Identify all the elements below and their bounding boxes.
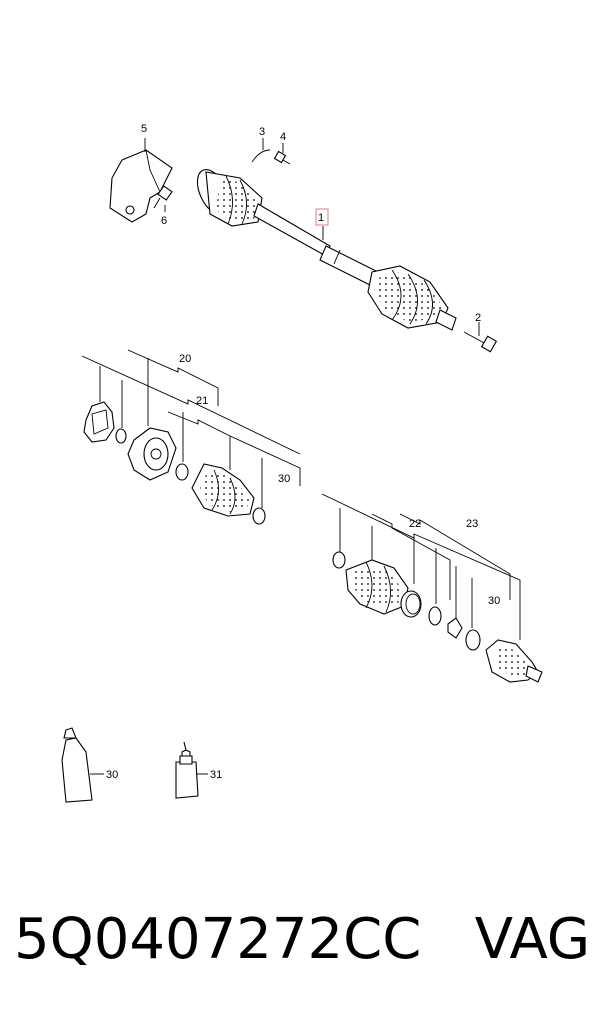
flange-joint — [127, 427, 177, 481]
clamp-left — [252, 507, 266, 525]
sealing-ring-right — [428, 606, 442, 626]
part-number: 5Q0407272CC — [14, 907, 422, 972]
callout-3: 3 — [259, 126, 265, 138]
caption-gap — [421, 907, 474, 972]
callout-30-left: 30 — [278, 473, 290, 485]
grease-tube-part-30 — [61, 727, 104, 803]
circlip-right — [465, 629, 481, 651]
retaining-ring — [115, 428, 127, 444]
inner-joint-right — [485, 639, 543, 683]
clamp-right — [332, 551, 346, 569]
bolt-part-2 — [463, 322, 498, 353]
callout-31: 31 — [210, 769, 222, 781]
parts-diagram: 5 6 3 4 1 — [61, 123, 543, 803]
sealing-ring — [175, 463, 189, 481]
callout-22: 22 — [409, 518, 421, 530]
callout-30-right: 30 — [488, 595, 500, 607]
bolt-part-6 — [153, 185, 173, 212]
callout-1: 1 — [318, 212, 324, 224]
caption: 5Q0407272CC VAG — [14, 895, 594, 985]
clamp-ring-right — [400, 590, 422, 618]
heat-shield-part-5 — [109, 138, 173, 223]
callout-20: 20 — [179, 353, 191, 365]
bolt-part-4 — [273, 143, 291, 165]
callout-30-tube: 30 — [106, 769, 118, 781]
callout-2: 2 — [475, 312, 481, 324]
circlip-part-3 — [251, 138, 271, 163]
callout-4: 4 — [280, 131, 286, 143]
callout-21: 21 — [196, 395, 208, 407]
bracket-lines-right — [321, 493, 521, 640]
gasket — [83, 401, 115, 443]
bracket-lines-left — [81, 349, 301, 508]
bottle-part-31 — [175, 741, 208, 799]
drive-shaft-part-1 — [196, 169, 457, 331]
callout-23: 23 — [466, 518, 478, 530]
callout-5: 5 — [141, 123, 147, 135]
cap — [447, 617, 463, 639]
boot-left — [191, 463, 255, 517]
callout-1-highlight-box — [315, 208, 329, 226]
boot-right — [345, 559, 409, 615]
brand: VAG — [474, 907, 591, 972]
callout-6: 6 — [161, 215, 167, 227]
